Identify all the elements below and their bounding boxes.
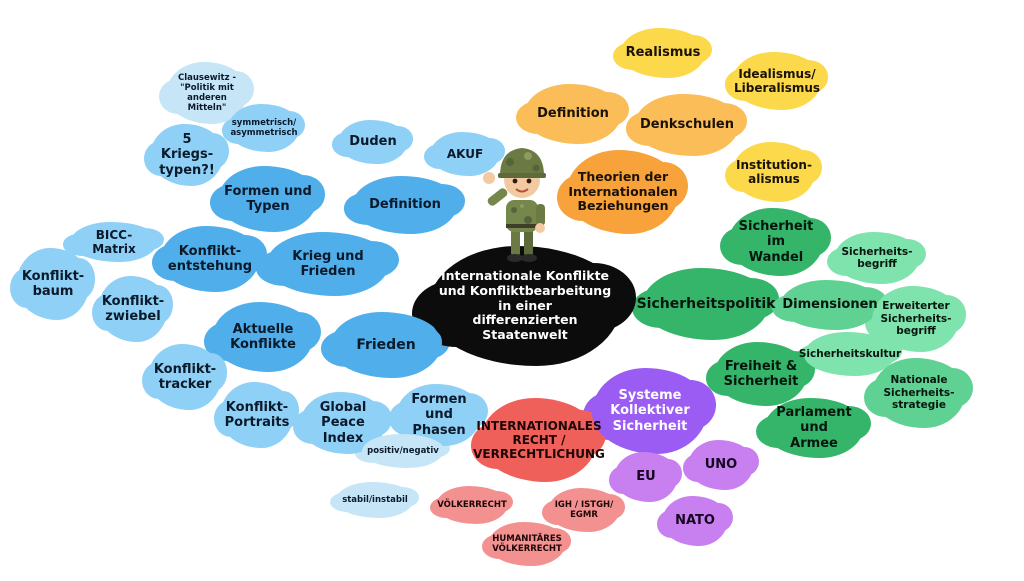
node-konfliktzwiebel: Konflikt- zwiebel bbox=[92, 276, 173, 342]
node-institutionalismus: Institution- alismus bbox=[725, 142, 822, 202]
node-stabil-instabil: stabil/instabil bbox=[329, 482, 420, 518]
node-igh-istgh-egmr: IGH / ISTGH/ EGMR bbox=[542, 488, 626, 532]
node-formen-typen: Formen und Typen bbox=[210, 166, 325, 232]
node-duden: Duden bbox=[332, 120, 413, 164]
node-sicherheit-im-wandel: Sicherheit im Wandel bbox=[720, 208, 831, 276]
node-positiv-negativ: positiv/negativ bbox=[355, 434, 450, 468]
node-konfliktportraits: Konflikt- Portraits bbox=[214, 382, 300, 448]
node-clausewitz: Clausewitz - "Politik mit anderen Mittel… bbox=[159, 62, 254, 124]
node-idealismus: Idealismus/ Liberalismus bbox=[724, 52, 829, 110]
node-eu: EU bbox=[608, 452, 683, 502]
node-center-topic: Internationale Konflikte und Konfliktbea… bbox=[412, 246, 636, 366]
node-systeme-kollektiver-sicherheit: Systeme Kollektiver Sicherheit bbox=[582, 368, 717, 454]
node-nationale-strategie: Nationale Sicherheits- strategie bbox=[864, 358, 973, 428]
node-freiheit-sicherheit: Freiheit & Sicherheit bbox=[706, 342, 815, 406]
node-global-peace-index: Global Peace Index bbox=[293, 392, 393, 454]
node-symmetrisch: symmetrisch/ asymmetrisch bbox=[222, 104, 306, 152]
node-internationales-recht: INTERNATIONALES RECHT / VERRECHTLICHUNG bbox=[470, 398, 607, 482]
node-denkschulen: Denkschulen bbox=[625, 94, 748, 156]
node-humanitaeres-voelkerrecht: HUMANITÄRES VÖLKERRECHT bbox=[481, 522, 572, 566]
node-formen-phasen: Formen und Phasen bbox=[389, 384, 489, 446]
node-kriegstypen: 5 Kriegs- typen?! bbox=[144, 124, 230, 186]
node-dimensionen: Dimensionen bbox=[772, 280, 887, 330]
node-bicc-matrix: BICC-Matrix bbox=[62, 222, 165, 262]
node-krieg-und-frieden: Krieg und Frieden bbox=[256, 232, 399, 296]
node-aktuelle-konflikte: Aktuelle Konflikte bbox=[203, 302, 322, 372]
node-uno: UNO bbox=[682, 440, 759, 490]
node-voelkerrecht: VÖLKERRECHT bbox=[430, 486, 514, 524]
node-konfliktentstehung: Konflikt- entstehung bbox=[152, 226, 267, 292]
soldier-icon bbox=[483, 148, 546, 262]
node-nato: NATO bbox=[656, 496, 733, 546]
node-frieden: Frieden bbox=[321, 312, 450, 378]
node-definition-theorien: Definition bbox=[516, 84, 629, 144]
node-konfliktbaum: Konflikt- baum bbox=[10, 248, 96, 320]
node-parlament-armee: Parlament und Armee bbox=[756, 398, 871, 458]
node-definition-krieg: Definition bbox=[343, 176, 466, 234]
node-realismus: Realismus bbox=[613, 28, 713, 78]
node-konflikttracker: Konflikt- tracker bbox=[142, 344, 228, 410]
node-theorien-ib: Theorien der Internationalen Beziehungen bbox=[556, 150, 688, 234]
node-sicherheitsbegriff: Sicherheits- begriff bbox=[827, 232, 927, 284]
node-sicherheitspolitik: Sicherheitspolitik bbox=[631, 268, 779, 340]
